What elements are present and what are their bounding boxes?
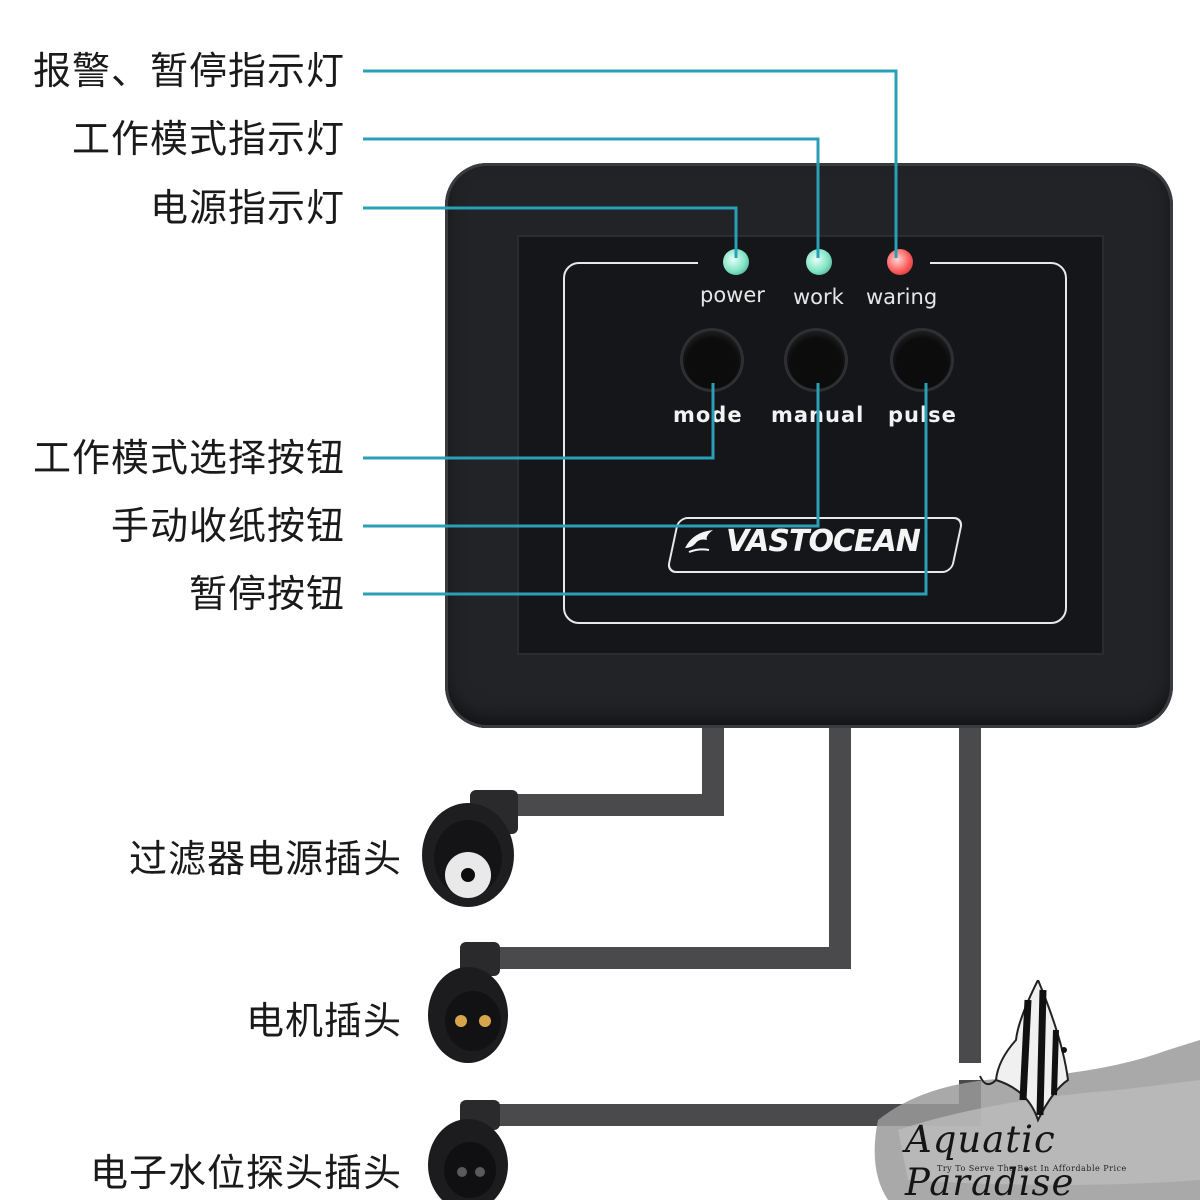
- mode-button[interactable]: [683, 331, 741, 389]
- watermark-title: Aquatic Paradise: [905, 1118, 1075, 1204]
- callout-alarm-pause-indicator: 报警、暂停指示灯: [32, 49, 345, 93]
- callout-manual-button: 手动收纸按钮: [110, 504, 345, 548]
- work-label: work: [793, 285, 844, 309]
- motor-cable: [490, 728, 851, 969]
- leader-work-mode: [363, 137, 820, 258]
- callout-filter-power-plug: 过滤器电源插头: [128, 837, 402, 881]
- shark-emblem-icon: [685, 530, 713, 553]
- front-panel: [517, 235, 1104, 655]
- leader-alarm: [363, 69, 898, 258]
- pulse-label: pulse: [888, 403, 957, 427]
- mode-label: mode: [673, 403, 743, 427]
- filter-power-cable: [508, 728, 724, 816]
- callout-motor-plug: 电机插头: [245, 999, 402, 1043]
- leader-manual: [363, 383, 820, 528]
- manual-button[interactable]: [787, 331, 845, 389]
- callout-mode-select-button: 工作模式选择按钮: [32, 436, 345, 480]
- angelfish-icon: [979, 980, 1070, 1123]
- callout-work-mode-indicator: 工作模式指示灯: [71, 117, 345, 161]
- callout-water-level-probe-plug: 电子水位探头插头: [89, 1151, 402, 1195]
- motor-plug-icon: [428, 942, 508, 1063]
- filter-power-plug-icon: [422, 790, 518, 907]
- leader-pause: [363, 383, 928, 596]
- pulse-button[interactable]: [893, 331, 951, 389]
- water-level-probe-plug-icon: [428, 1100, 508, 1200]
- watermark-tagline: Try To Serve The Best In Affordable Pric…: [937, 1164, 1127, 1173]
- leader-power: [363, 206, 738, 258]
- callout-power-indicator: 电源指示灯: [149, 186, 345, 230]
- watermark-brush-logo: [874, 980, 1200, 1200]
- brand-name: VASTOCEAN: [726, 524, 921, 559]
- waring-label: waring: [866, 285, 938, 309]
- leader-mode-select: [363, 383, 715, 460]
- power-label: power: [700, 283, 765, 307]
- callout-pause-button: 暂停按钮: [188, 572, 345, 616]
- waring-led: [887, 249, 913, 275]
